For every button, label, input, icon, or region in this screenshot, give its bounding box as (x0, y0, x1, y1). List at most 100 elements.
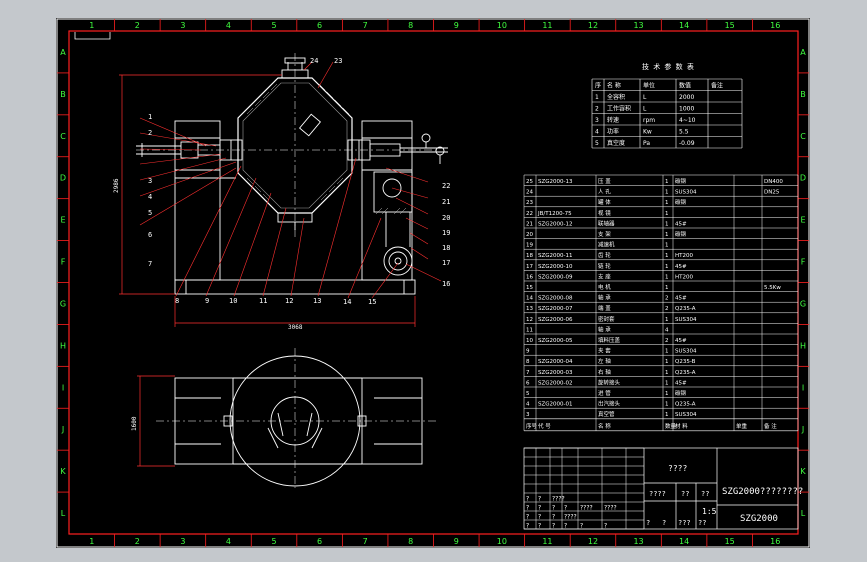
parts-cell: 真空管 (598, 410, 615, 418)
col-label-bottom: 5 (271, 537, 276, 546)
parts-header-cell: 单重 (736, 422, 748, 430)
tb-field-c: ?? (681, 490, 689, 498)
row-label-right: E (800, 216, 805, 225)
left-support (174, 120, 221, 281)
col-label-bottom: 3 (180, 537, 185, 546)
parts-header-cell: 数量 (665, 422, 677, 430)
title-block-cell: ? (564, 523, 567, 530)
title-block-cell: ? (538, 505, 541, 512)
callout-21: 21 (442, 198, 450, 206)
parts-cell: 19 (526, 243, 533, 249)
row-label-right: D (800, 174, 806, 183)
parts-cell: 45# (675, 338, 687, 344)
outer-frame (56, 18, 810, 548)
col-label-bottom: 7 (363, 537, 368, 546)
spec-cell: 工作容积 (607, 105, 631, 113)
tb-field-e: ? (646, 519, 650, 527)
parts-cell: 12 (526, 317, 533, 323)
title-block-cell: ? (552, 523, 555, 530)
parts-cell: 支 座 (598, 272, 611, 280)
callout-15: 15 (368, 298, 376, 306)
spec-cell: 名 称 (607, 82, 621, 90)
col-label-top: 7 (363, 21, 368, 30)
parts-cell: 碳钢 (675, 177, 687, 185)
drive-gear (383, 246, 413, 276)
parts-cell: SZG2000-04 (538, 359, 573, 365)
parts-cell: 10 (526, 338, 533, 344)
spec-table-title: 技 术 参 数 表 (642, 62, 694, 71)
spec-cell: 5 (595, 140, 599, 147)
parts-cell: SZG2000-05 (538, 338, 573, 344)
parts-cell: 旋转接头 (598, 378, 621, 386)
col-label-bottom: 16 (770, 537, 780, 546)
row-label-left: G (60, 299, 66, 308)
spec-cell: -0.09 (679, 140, 695, 147)
parts-header-cell: 材 料 (675, 422, 688, 430)
callout-20: 20 (442, 214, 450, 222)
parts-cell: SZG2000-02 (538, 380, 573, 386)
title-block-cell: ???? (552, 496, 565, 503)
parts-cell: Q235-A (675, 370, 696, 376)
parts-cell: 6 (526, 380, 530, 386)
row-label-right: B (800, 90, 806, 99)
parts-cell: 17 (526, 264, 533, 270)
parts-cell: 15 (526, 285, 533, 291)
parts-cell: 减速机 (598, 241, 615, 249)
spec-cell: L (643, 106, 647, 113)
parts-cell: 1 (665, 370, 669, 376)
base-frame (174, 279, 416, 295)
title-block-cell: ? (538, 514, 541, 521)
parts-cell: 碳钢 (675, 198, 687, 206)
spec-cell: Pa (643, 140, 650, 147)
corner-tab (74, 32, 111, 40)
plan-view (156, 348, 436, 488)
dim-width: 3068 (288, 324, 303, 331)
dim-plan: 1600 (131, 416, 138, 431)
reducer (373, 171, 413, 213)
parts-cell: 电 机 (598, 283, 611, 291)
tb-field-h: ?? (698, 519, 706, 527)
col-label-top: 5 (271, 21, 276, 30)
parts-cell: 18 (526, 253, 533, 259)
spec-cell: 功率 (607, 128, 619, 136)
parts-cell: 出汽接头 (598, 400, 621, 408)
title-block-cell: ???? (604, 505, 617, 512)
callout-10: 10 (229, 297, 237, 305)
row-label-right: C (800, 132, 806, 141)
callout-12: 12 (285, 297, 293, 305)
title-block-cell: ???? (580, 505, 593, 512)
tb-field-b: ???? (649, 490, 666, 498)
col-label-top: 12 (588, 21, 598, 30)
parts-cell: SUS304 (675, 349, 697, 355)
tb-field-f: ? (662, 519, 666, 527)
row-label-right: J (801, 425, 804, 434)
row-label-right: H (800, 341, 806, 350)
parts-cell: SZG2000-10 (538, 264, 573, 270)
parts-cell: SZG2000-03 (538, 370, 573, 376)
parts-cell: 16 (526, 274, 533, 280)
parts-cell: 8 (526, 359, 530, 365)
parts-cell: 夹 套 (598, 347, 611, 355)
parts-cell: 端 盖 (598, 304, 611, 312)
parts-cell: 1 (665, 232, 669, 238)
dim-height: 2986 (113, 178, 120, 193)
parts-header-cell: 序号 (526, 422, 538, 430)
parts-cell: 1 (665, 179, 669, 185)
title-block-cell: ???? (564, 514, 577, 521)
parts-cell: 14 (526, 296, 533, 302)
parts-cell: SUS304 (675, 317, 697, 323)
plan-right-frame (361, 377, 423, 465)
grid-labels: 1122334455667788991010111112121313141415… (57, 19, 809, 547)
parts-cell: DN25 (764, 190, 780, 196)
col-label-bottom: 6 (317, 537, 322, 546)
drawing-title: SZG2000???????? (722, 487, 803, 497)
title-block-cell: ? (552, 505, 555, 512)
parts-cell: 2 (665, 296, 669, 302)
spec-cell: 全容积 (607, 93, 625, 101)
parts-cell: SUS304 (675, 190, 697, 196)
title-block-cell: ? (552, 514, 555, 521)
col-label-top: 11 (542, 21, 552, 30)
row-label-left: F (61, 258, 66, 267)
vessel-inner (242, 82, 348, 209)
